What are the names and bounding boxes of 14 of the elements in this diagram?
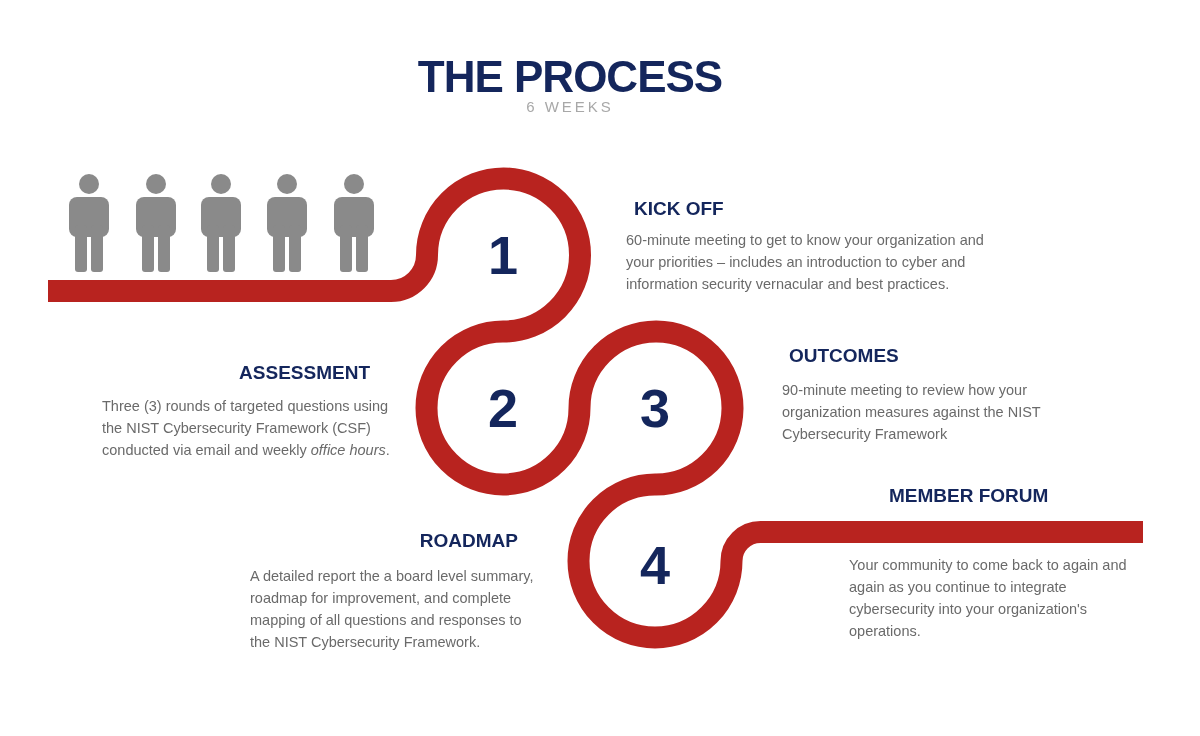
step-description: Three (3) rounds of targeted questions using the NIST Cybersecurity Framework (CSF) conducted via email and weekly office hours. bbox=[102, 397, 391, 460]
step-description: Your community to come back to again and again as you continue to integrate cybersecurity into your organization's operations. bbox=[849, 556, 1128, 641]
step-description: A detailed report the a board level summary, roadmap for improvement, and complete mapping of all questions and responses to the NIST Cybersecurity Framework. bbox=[250, 567, 535, 652]
step-heading: MEMBER FORUM bbox=[889, 485, 1049, 507]
step-number: 1 bbox=[486, 228, 519, 282]
step-heading: OUTCOMES bbox=[789, 345, 899, 367]
step-heading: ROADMAP bbox=[418, 530, 518, 552]
step-number: 2 bbox=[486, 381, 519, 435]
step-number: 4 bbox=[638, 538, 671, 592]
step-heading: KICK OFF bbox=[634, 198, 724, 220]
step-description: 90-minute meeting to review how your organization measures against the NIST Cybersecurity Framework bbox=[782, 381, 1042, 444]
step-number: 3 bbox=[638, 381, 671, 435]
step-heading: ASSESSMENT bbox=[238, 362, 370, 384]
step-description: 60-minute meeting to get to know your organization and your priorities – includes an introduction to cyber and information security vernacular and best practices. bbox=[626, 231, 985, 294]
